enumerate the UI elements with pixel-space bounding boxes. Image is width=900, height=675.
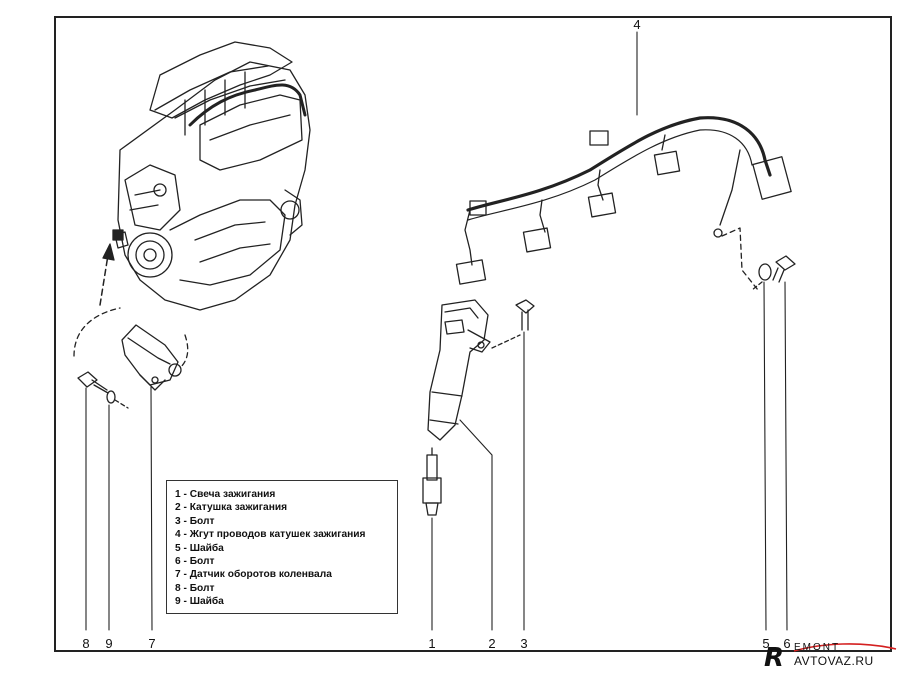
engine-illustration: [112, 41, 311, 311]
legend-item: 9 - Шайба: [175, 596, 224, 608]
legend-item: 1 - Свеча зажигания: [175, 489, 276, 500]
harness-bolt: [772, 255, 796, 283]
legend-item: 7 - Датчик оборотов коленвала: [175, 569, 332, 581]
site-watermark: R EMONT AVTOVAZ.RU: [762, 641, 898, 673]
coil-bolt: [515, 299, 535, 331]
swoosh-icon: [793, 643, 897, 652]
callout-6: 6: [783, 636, 791, 651]
ignition-coil: [427, 299, 491, 441]
callout-4: 4: [633, 17, 641, 32]
mounting-arrow: [99, 254, 109, 306]
callout-8: 8: [82, 636, 90, 651]
callout-5: 5: [762, 636, 770, 651]
callout-9: 9: [105, 636, 113, 651]
watermark-logo-letter: R: [764, 643, 785, 673]
legend-item: 2 - Катушка зажигания: [175, 502, 288, 514]
ignition-coil-harness: [455, 116, 792, 285]
crankshaft-sensor: [121, 324, 182, 391]
legend-item: 5 - Шайба: [175, 542, 224, 554]
harness-washer: [758, 263, 772, 281]
parts-legend: 1 - Свеча зажигания 2 - Катушка зажигани…: [166, 480, 398, 614]
watermark-line1: EMONT: [794, 642, 841, 653]
legend-item: 4 - Жгут проводов катушек зажигания: [175, 529, 366, 541]
callout-1: 1: [428, 636, 436, 651]
legend-item: 6 - Болт: [175, 556, 215, 568]
callout-7: 7: [148, 636, 156, 651]
legend-item: 3 - Болт: [175, 515, 215, 527]
crank-sensor-washer: [106, 390, 116, 404]
watermark-line2: AVTOVAZ.RU: [794, 654, 874, 668]
crank-sensor-bolt: [77, 371, 109, 394]
callout-3: 3: [520, 636, 528, 651]
legend-item: 8 - Болт: [175, 582, 215, 594]
leader-lines: [85, 31, 788, 631]
diagram-frame: [54, 16, 892, 652]
callout-2: 2: [488, 636, 496, 651]
spark-plug: [422, 447, 442, 516]
